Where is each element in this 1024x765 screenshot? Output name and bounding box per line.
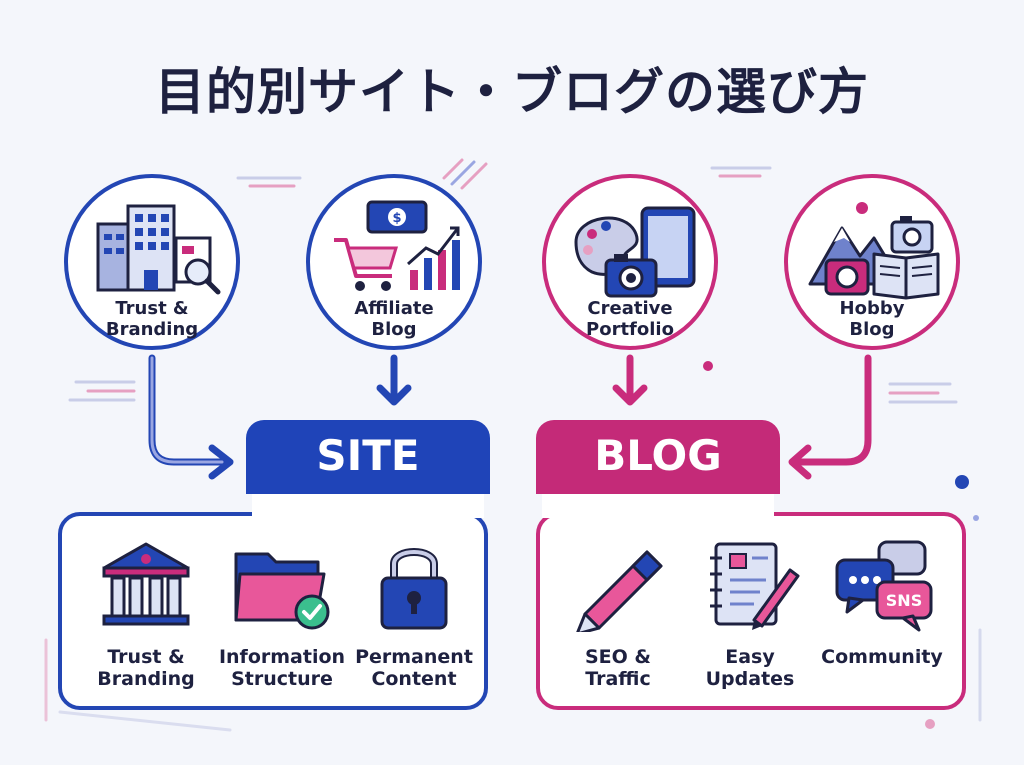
circle-affiliate-blog: $ Affiliate Blog: [306, 174, 482, 350]
feature-label: Information Structure: [218, 646, 346, 690]
site-tab: SITE: [246, 420, 490, 494]
page-title: 目的別サイト・ブログの選び方: [155, 63, 869, 121]
blog-feature-community: SNS Community: [812, 540, 952, 668]
blog-feature-seo: SEO & Traffic: [548, 540, 688, 690]
feature-label: SEO & Traffic: [585, 646, 651, 690]
circle-label: Trust & Branding: [105, 298, 199, 340]
circle-hobby-blog: Hobby Blog: [784, 174, 960, 350]
site-tab-inner: [252, 494, 484, 518]
pen-icon: [576, 550, 663, 632]
site-feature-trust: Trust & Branding: [76, 540, 216, 690]
site-feature-information: Information Structure: [212, 540, 352, 690]
feature-label: Community: [821, 646, 943, 668]
blog-tab: BLOG: [536, 420, 780, 494]
circle-label: Creative Portfolio: [586, 298, 674, 340]
blog-feature-updates: Easy Updates: [680, 540, 820, 690]
bank-icon: [102, 542, 190, 626]
svg-text:$: $: [392, 211, 401, 226]
circle-trust-branding: Trust & Branding: [64, 174, 240, 350]
feature-label: Trust & Branding: [97, 646, 195, 690]
sns-badge: SNS: [886, 591, 922, 610]
circle-creative-portfolio: Creative Portfolio: [542, 174, 718, 350]
mountain-camera-book-icon: [808, 202, 940, 300]
office-building-icon: [96, 204, 221, 295]
padlock-icon: [380, 548, 448, 630]
palette-tablet-icon: [574, 206, 696, 298]
feature-label: Permanent Content: [355, 646, 473, 690]
circle-label: Hobby Blog: [839, 298, 905, 340]
feature-label: Easy Updates: [705, 646, 795, 690]
shopping-cart-chart-icon: $: [334, 200, 460, 291]
chat-bubbles-icon: SNS: [835, 540, 933, 632]
folder-check-icon: [234, 552, 330, 630]
site-feature-permanent: Permanent Content: [344, 540, 484, 690]
blog-tab-inner: [542, 494, 774, 518]
notebook-pencil-icon: [710, 542, 800, 630]
circle-label: Affiliate Blog: [354, 298, 434, 340]
